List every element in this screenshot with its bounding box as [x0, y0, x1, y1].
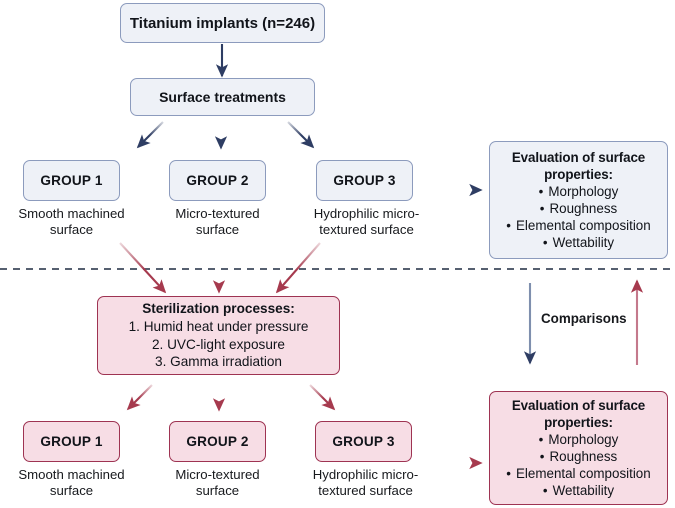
top-group-2-caption: Micro-textured surface: [175, 206, 260, 238]
arrow-treatment-to-group3: [287, 121, 315, 149]
sterilization-title: Sterilization processes:: [142, 301, 295, 317]
bottom-group-3-label: GROUP 3: [332, 434, 395, 449]
bottom-group-3-caption: Hydrophilic micro-textured surface: [312, 467, 419, 499]
evaluation-bottom-item-roughness: Roughness: [506, 448, 650, 465]
top-group-3-caption: Hydrophilic micro-textured surface: [313, 206, 420, 238]
arrow-group1-to-sterilization: [119, 242, 167, 294]
sterilization-item-humid-heat: 1. Humid heat under pressure: [128, 318, 309, 334]
bottom-group-1-box[interactable]: GROUP 1: [23, 421, 120, 462]
bottom-group-2-label: GROUP 2: [186, 434, 249, 449]
evaluation-top-title: Evaluation of surface properties:: [511, 149, 646, 182]
comparisons-label: Comparisons: [541, 311, 627, 326]
arrow-treatment-to-group1: [136, 121, 164, 149]
surface-treatments-label: Surface treatments: [159, 89, 286, 105]
arrow-sterilization-to-group3: [309, 384, 336, 411]
top-group-3-label: GROUP 3: [333, 173, 396, 188]
top-group-1-box[interactable]: GROUP 1: [23, 160, 120, 201]
bottom-group-3-box[interactable]: GROUP 3: [315, 421, 412, 462]
sterilization-item-gamma-irradiation: 3. Gamma irradiation: [155, 354, 282, 370]
evaluation-top-item-elemental-composition: Elemental composition: [506, 217, 651, 234]
top-group-1-caption: Smooth machined surface: [18, 206, 125, 238]
evaluation-top-item-morphology: Morphology: [506, 183, 650, 200]
sterilization-list: 1. Humid heat under pressure 2. UVC-ligh…: [129, 318, 309, 371]
arrow-sterilization-to-group1: [126, 384, 153, 411]
titanium-implants-label: Titanium implants (n=246): [129, 14, 316, 32]
surface-treatments-box[interactable]: Surface treatments: [130, 78, 315, 116]
evaluation-bottom-title: Evaluation of surface properties:: [511, 397, 646, 430]
top-group-2-label: GROUP 2: [186, 173, 249, 188]
arrow-group3-to-sterilization: [275, 242, 321, 294]
bottom-group-2-box[interactable]: GROUP 2: [169, 421, 266, 462]
bottom-group-1-label: GROUP 1: [40, 434, 103, 449]
evaluation-top-item-roughness: Roughness: [506, 200, 650, 217]
titanium-implants-box[interactable]: Titanium implants (n=246): [120, 3, 325, 43]
top-group-2-box[interactable]: GROUP 2: [169, 160, 266, 201]
bottom-group-2-caption: Micro-textured surface: [175, 467, 260, 499]
sterilization-item-uvc-light: 2. UVC-light exposure: [152, 336, 285, 352]
evaluation-bottom-item-elemental-composition: Elemental composition: [506, 465, 651, 482]
evaluation-top-item-wettability: Wettability: [506, 234, 650, 251]
top-group-3-box[interactable]: GROUP 3: [316, 160, 413, 201]
evaluation-top-box[interactable]: Evaluation of surface properties: Morpho…: [489, 141, 668, 259]
top-group-1-label: GROUP 1: [40, 173, 103, 188]
sterilization-processes-box[interactable]: Sterilization processes: 1. Humid heat u…: [97, 296, 340, 375]
evaluation-bottom-item-wettability: Wettability: [506, 482, 650, 499]
evaluation-top-list: Morphology Roughness Elemental compositi…: [506, 183, 651, 252]
evaluation-bottom-list: Morphology Roughness Elemental compositi…: [506, 431, 651, 500]
bottom-group-1-caption: Smooth machined surface: [18, 467, 125, 499]
evaluation-bottom-item-morphology: Morphology: [506, 431, 650, 448]
evaluation-bottom-box[interactable]: Evaluation of surface properties: Morpho…: [489, 391, 668, 505]
